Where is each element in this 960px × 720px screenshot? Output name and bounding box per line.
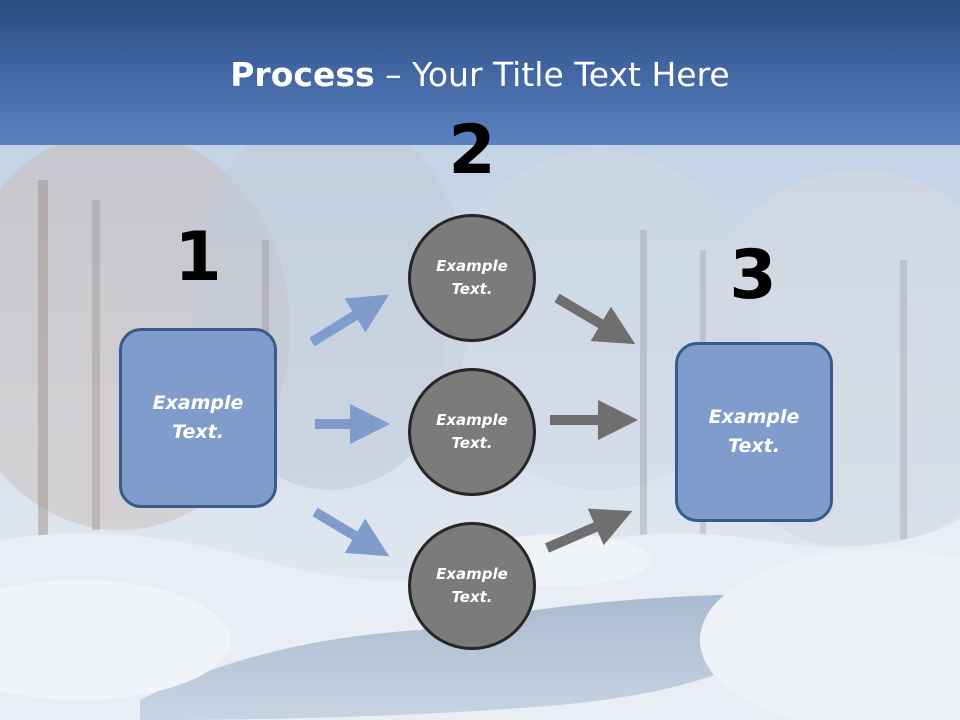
step-2-circle-top: Example Text. bbox=[408, 214, 536, 342]
slide-title: Process – Your Title Text Here bbox=[0, 53, 960, 97]
step-number-2: 2 bbox=[448, 111, 496, 190]
step-number-1: 1 bbox=[174, 218, 222, 297]
circle-middle-label: Example Text. bbox=[436, 411, 508, 452]
arrow-to-top-circle bbox=[309, 294, 390, 347]
step-1-box-label: Example Text. bbox=[152, 392, 244, 443]
step-3-box-label: Example Text. bbox=[708, 406, 800, 457]
step-2-circle-middle: Example Text. bbox=[408, 368, 536, 496]
step-1-box: Example Text. bbox=[119, 328, 277, 508]
title-header-band bbox=[0, 0, 960, 145]
slide-title-rest: – Your Title Text Here bbox=[374, 55, 730, 94]
step-3-box: Example Text. bbox=[675, 342, 833, 522]
slide-title-bold: Process bbox=[230, 55, 375, 94]
arrow-to-bottom-circle bbox=[312, 507, 390, 557]
step-2-circle-bottom: Example Text. bbox=[408, 522, 536, 650]
arrow-from-top-circle bbox=[554, 293, 636, 345]
circle-bottom-label: Example Text. bbox=[436, 565, 508, 606]
arrow-from-bottom-circle bbox=[545, 508, 633, 553]
circle-top-label: Example Text. bbox=[436, 257, 508, 298]
step-number-3: 3 bbox=[729, 236, 777, 315]
